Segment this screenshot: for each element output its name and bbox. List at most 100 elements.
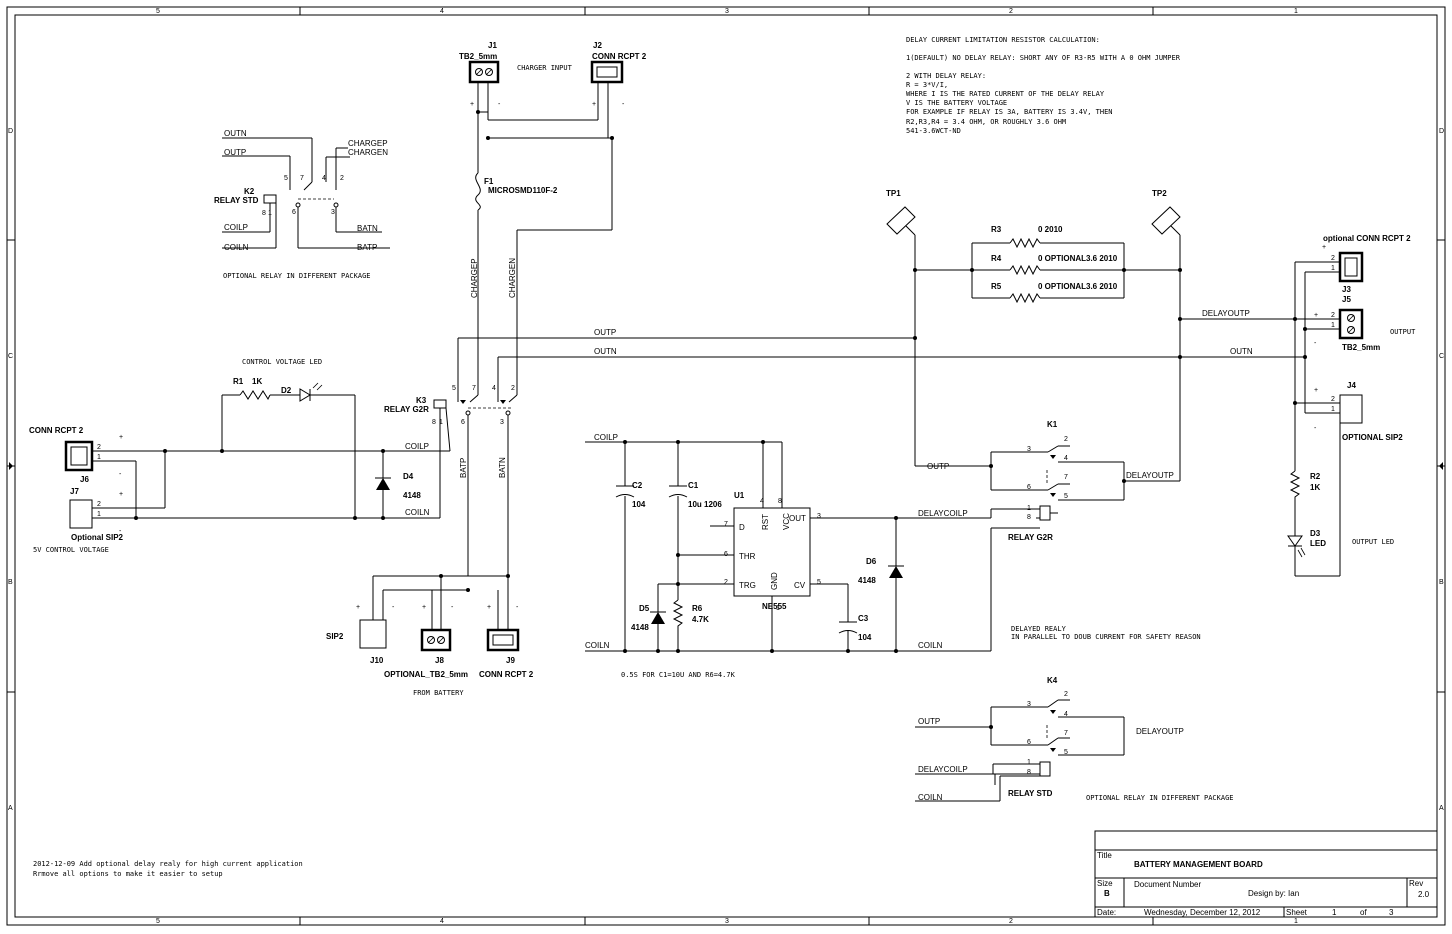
d3-led: D3 LED <box>1287 529 1326 562</box>
revision-note: Rrmove all options to make it easier to … <box>33 870 223 878</box>
d4-ref: D4 <box>403 472 414 481</box>
net-delayoutp-right: DELAYOUTP <box>1202 309 1250 318</box>
d6-diode: D6 4148 <box>858 557 904 585</box>
tp2-ref: TP2 <box>1152 189 1167 198</box>
svg-text:2: 2 <box>511 385 515 392</box>
r3-ref: R3 <box>991 225 1002 234</box>
svg-text:4: 4 <box>760 498 764 505</box>
tp1-ref: TP1 <box>886 189 901 198</box>
svg-text:7: 7 <box>300 175 304 182</box>
net-outp-bus: OUTP <box>594 328 616 337</box>
j1-value: TB2_5mm <box>459 52 497 61</box>
j4-connector: J4 OPTIONAL SIP2 <box>1339 381 1403 442</box>
svg-text:5: 5 <box>1064 749 1068 756</box>
j2-value: CONN RCPT 2 <box>592 52 647 61</box>
d4-diode: D4 4148 <box>375 472 421 500</box>
calc-line: V IS THE BATTERY VOLTAGE <box>906 99 1007 107</box>
pin-label: + <box>119 491 123 498</box>
net-batn-k2: BATN <box>357 224 378 233</box>
j2-connector: J2 CONN RCPT 2 <box>590 41 647 84</box>
frame-col-4-bottom: 4 <box>440 918 444 925</box>
svg-text:8: 8 <box>432 419 436 426</box>
frame-row-b-right: B <box>1439 579 1444 586</box>
net-chargen-k2: CHARGEN <box>348 148 388 157</box>
c2-ref: C2 <box>632 481 643 490</box>
resistor-bank <box>913 242 1182 299</box>
net-outp-k4: OUTP <box>918 717 940 726</box>
calc-line: R = 3*V/I, <box>906 81 948 89</box>
j2-ref: J2 <box>593 41 602 50</box>
date-value: Wednesday, December 12, 2012 <box>1144 908 1261 917</box>
docnum-label: Document Number <box>1134 880 1201 889</box>
svg-text:2: 2 <box>97 444 101 451</box>
calc-line: 1(DEFAULT) NO DELAY RELAY: SHORT ANY OF … <box>906 54 1181 62</box>
pin-label: - <box>498 101 501 108</box>
j8-value: OPTIONAL_TB2_5mm <box>384 670 468 679</box>
rev-value: 2.0 <box>1418 890 1430 899</box>
j7-ref: J7 <box>70 487 79 496</box>
pin-label: + <box>487 604 491 611</box>
u1-pin-gnd: GND <box>770 572 779 590</box>
j1-connector: J1 TB2_5mm <box>459 41 500 84</box>
pin-label: + <box>356 604 360 611</box>
j3-value: optional CONN RCPT 2 <box>1323 234 1411 243</box>
r6-resistor: R6 4.7K <box>672 599 709 630</box>
r4-resistor: R4 0 OPTIONAL3.6 2010 <box>991 254 1118 276</box>
r3-value: 0 2010 <box>1038 225 1063 234</box>
of-label: of <box>1360 908 1367 917</box>
net-coiln-k4: COILN <box>918 793 943 802</box>
frame-row-c-left: C <box>8 353 13 360</box>
u1-pin-cv: CV <box>794 581 806 590</box>
c1-value: 10u 1206 <box>688 500 722 509</box>
net-coilp-control: COILP <box>405 442 429 451</box>
svg-text:7: 7 <box>1064 730 1068 737</box>
u1-pin-rst: RST <box>761 514 770 530</box>
c3-value: 104 <box>858 633 872 642</box>
calc-line: 2 WITH DELAY RELAY: <box>906 72 986 80</box>
pin-label: + <box>1314 312 1318 319</box>
frame-row-d-left: D <box>8 128 13 135</box>
svg-text:1: 1 <box>776 605 780 612</box>
title-label: Title <box>1097 851 1112 860</box>
r2-ref: R2 <box>1310 472 1321 481</box>
net-delayoutp-k4: DELAYOUTP <box>1136 727 1184 736</box>
j5-connector: J5 TB2_5mm <box>1338 295 1380 352</box>
svg-text:1: 1 <box>1331 322 1335 329</box>
pin-label: + <box>119 434 123 441</box>
frame-col-5-top: 5 <box>156 8 160 15</box>
frame-col-3-bottom: 3 <box>725 918 729 925</box>
r5-ref: R5 <box>991 282 1002 291</box>
delay-calc-note: DELAY CURRENT LIMITATION RESISTOR CALCUL… <box>906 36 1181 135</box>
calc-line: 541-3.6WCT-ND <box>906 127 961 135</box>
svg-text:5: 5 <box>284 175 288 182</box>
revision-note: 2012-12-09 Add optional delay realy for … <box>33 860 303 868</box>
svg-text:3: 3 <box>1027 701 1031 708</box>
j6-value: CONN RCPT 2 <box>29 426 84 435</box>
net-outp-k1: OUTP <box>927 462 949 471</box>
sheet-label: Sheet <box>1286 908 1308 917</box>
svg-text:8: 8 <box>1027 514 1031 521</box>
d2-ref: D2 <box>281 386 292 395</box>
calc-line: R2,R3,R4 = 3.4 OHM, OR ROUGHLY 3.6 OHM <box>906 118 1066 126</box>
svg-text:2: 2 <box>1331 255 1335 262</box>
net-batn-vertical: BATN <box>498 457 507 478</box>
u1-pin-d: D <box>739 523 745 532</box>
net-delaycoilp-k1: DELAYCOILP <box>918 509 968 518</box>
control-voltage-led-note: CONTROL VOLTAGE LED <box>242 358 322 366</box>
d5-ref: D5 <box>639 604 650 613</box>
j9-ref: J9 <box>506 656 515 665</box>
frame-row-d-right: D <box>1439 128 1444 135</box>
j8-connector: J8 OPTIONAL_TB2_5mm <box>384 628 468 679</box>
k2-ref: K2 <box>244 187 255 196</box>
c1-capacitor: C1 10u 1206 <box>668 481 722 509</box>
r5-value: 0 OPTIONAL3.6 2010 <box>1038 282 1118 291</box>
svg-text:2: 2 <box>1331 396 1335 403</box>
control-wires <box>92 394 450 520</box>
design-by: Design by: Ian <box>1248 889 1299 898</box>
battery-wires <box>372 574 510 630</box>
j5-value: TB2_5mm <box>1342 343 1380 352</box>
j7-value: Optional SIP2 <box>71 533 124 542</box>
j9-connector: J9 CONN RCPT 2 <box>479 628 534 679</box>
